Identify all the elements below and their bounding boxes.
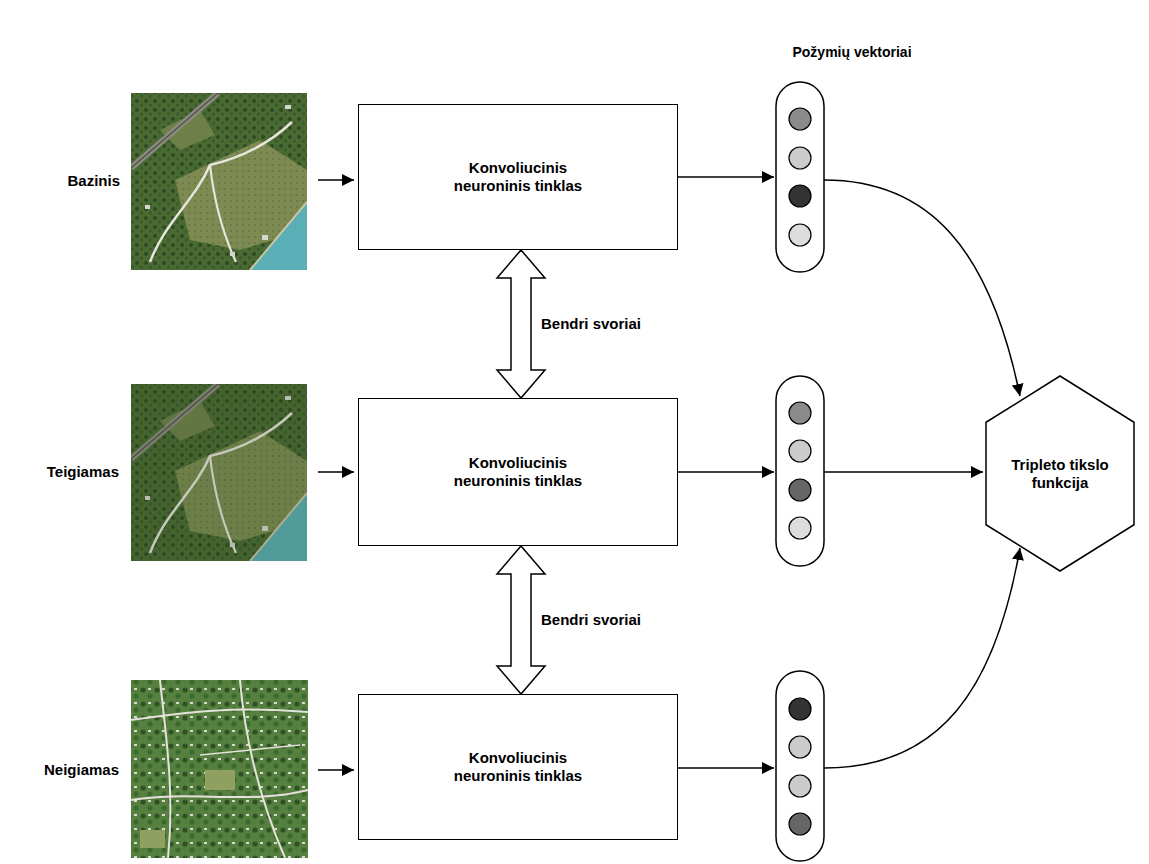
input-label: Teigiamas — [45, 463, 121, 481]
field — [205, 770, 235, 790]
input-label: Neigiamas — [42, 761, 121, 779]
image-tint — [131, 384, 307, 561]
vector-cell — [789, 813, 811, 835]
loss-arrow — [824, 471, 983, 473]
input-arrow — [318, 179, 354, 181]
node-label: Konvoliucinis neuroninis tinklas — [443, 454, 593, 490]
road — [131, 710, 308, 720]
output-arrow — [678, 176, 774, 178]
vector-cell — [789, 147, 811, 169]
vector-outline — [776, 671, 824, 861]
hexagon-shape — [986, 376, 1134, 571]
embedding-vector — [776, 82, 824, 272]
cnn-box: Konvoliucinis neuroninis tinklas — [358, 104, 678, 250]
loss-hexagon: Tripleto tikslo funkcija — [985, 375, 1135, 572]
vector-cell — [789, 517, 811, 539]
vector-cell — [789, 698, 811, 720]
node-label: Konvoliucinis neuroninis tinklas — [443, 749, 593, 785]
embedding-vector — [776, 376, 824, 566]
vector-cell — [789, 224, 811, 246]
vector-cell — [789, 440, 811, 462]
field — [140, 830, 165, 848]
node-label: Konvoliucinis neuroninis tinklas — [443, 159, 593, 195]
vector-cell — [789, 108, 811, 130]
node-label: Tripleto tikslo funkcija — [1000, 456, 1120, 492]
road — [131, 790, 308, 800]
output-arrow — [678, 471, 774, 473]
road — [200, 745, 300, 755]
input-arrow — [318, 471, 354, 473]
loss-arrow — [824, 548, 1020, 768]
input-arrow — [318, 769, 354, 771]
road — [240, 680, 285, 858]
cnn-box: Konvoliucinis neuroninis tinklas — [358, 398, 678, 546]
positive-image — [131, 384, 307, 561]
shared-weights-arrow — [497, 250, 545, 398]
vector-cell — [789, 479, 811, 501]
output-arrow — [678, 767, 774, 769]
edge-label: Bendri svoriai — [539, 611, 643, 629]
vector-title: Požymių vektoriai — [790, 43, 913, 61]
cnn-box: Konvoliucinis neuroninis tinklas — [358, 694, 678, 840]
vector-outline — [776, 82, 824, 272]
edge-label: Bendri svoriai — [539, 315, 643, 333]
vector-cell — [789, 402, 811, 424]
input-label: Bazinis — [65, 172, 122, 190]
anchor-image — [131, 93, 307, 270]
positive-image-base — [131, 384, 307, 561]
shared-weights-arrow — [497, 546, 545, 694]
vector-cell — [789, 736, 811, 758]
embedding-vector — [776, 671, 824, 861]
vector-outline — [776, 376, 824, 566]
vector-cell — [789, 185, 811, 207]
vector-cell — [789, 775, 811, 797]
negative-image — [131, 680, 308, 858]
loss-arrow — [824, 180, 1020, 396]
image-ground — [131, 680, 308, 858]
